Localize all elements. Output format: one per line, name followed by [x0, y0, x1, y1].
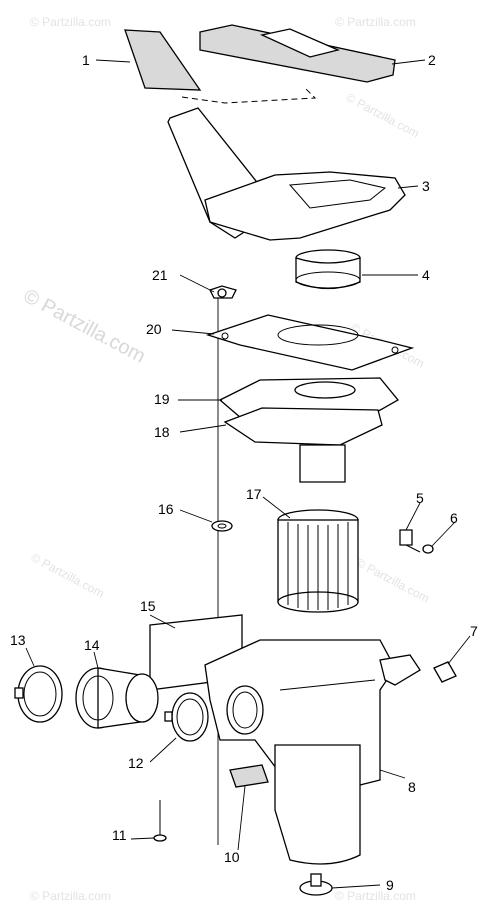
callout-14: 14: [84, 637, 100, 653]
part-21-wing-nut: [209, 285, 237, 299]
callout-labels: 1 2 3 4 21 20 19 18 16 17 5 6 15 7 13 14…: [10, 52, 478, 893]
leader-lines: [25, 59, 471, 889]
part-1-foam-pad: [124, 29, 317, 104]
watermark-right-3: © Partzilla.com: [354, 555, 432, 605]
airbox-intake-spout: [226, 685, 264, 735]
part-9-drain-plug: [299, 873, 333, 896]
callout-8: 8: [408, 779, 416, 795]
callout-19: 19: [154, 391, 170, 407]
part-16-washer: [211, 520, 233, 532]
part-4-coupler: [295, 249, 361, 290]
part-6-washer: [422, 544, 434, 554]
callout-4: 4: [422, 267, 430, 283]
part-3-cover: [167, 107, 406, 241]
part-8-airbox: [204, 639, 421, 865]
part-7-clip-nut: [433, 661, 457, 683]
callout-17: 17: [246, 486, 262, 502]
callout-13: 13: [10, 632, 26, 648]
callout-16: 16: [158, 501, 174, 517]
watermark-bottom-left: © Partzilla.com: [30, 889, 111, 903]
callout-12: 12: [128, 755, 144, 771]
callout-15: 15: [140, 598, 156, 614]
part-17-air-filter: [277, 509, 359, 613]
callout-20: 20: [146, 321, 162, 337]
callout-9: 9: [386, 877, 394, 893]
callout-10: 10: [224, 849, 240, 865]
part-5-bolt: [399, 529, 421, 553]
watermark-bottom-right: © Partzilla.com: [335, 889, 416, 903]
callout-11: 11: [112, 827, 127, 843]
callout-5: 5: [416, 490, 424, 506]
watermark-top-right: © Partzilla.com: [335, 15, 416, 29]
part-12-clamp: [164, 692, 209, 742]
callout-1: 1: [82, 52, 90, 68]
part-20-mounting-plate: [205, 314, 415, 371]
watermark-top-left: © Partzilla.com: [30, 15, 111, 29]
callout-2: 2: [428, 52, 436, 68]
part-2-foam-gasket: [199, 24, 396, 83]
part-13-clamp: [14, 665, 63, 723]
callout-18: 18: [154, 424, 170, 440]
callout-3: 3: [422, 178, 430, 194]
callout-21: 21: [152, 267, 168, 283]
watermark-main: © Partzilla.com: [20, 285, 149, 368]
watermark-mid-right: © Partzilla.com: [344, 90, 422, 140]
part-14-intake-boot: [75, 667, 159, 729]
callout-6: 6: [450, 510, 458, 526]
watermark-left-2: © Partzilla.com: [29, 550, 107, 600]
callout-7: 7: [470, 623, 478, 639]
part-11-screw: [153, 800, 167, 842]
part-10-foam-block: [229, 764, 269, 788]
part-18-seal: [223, 407, 383, 483]
